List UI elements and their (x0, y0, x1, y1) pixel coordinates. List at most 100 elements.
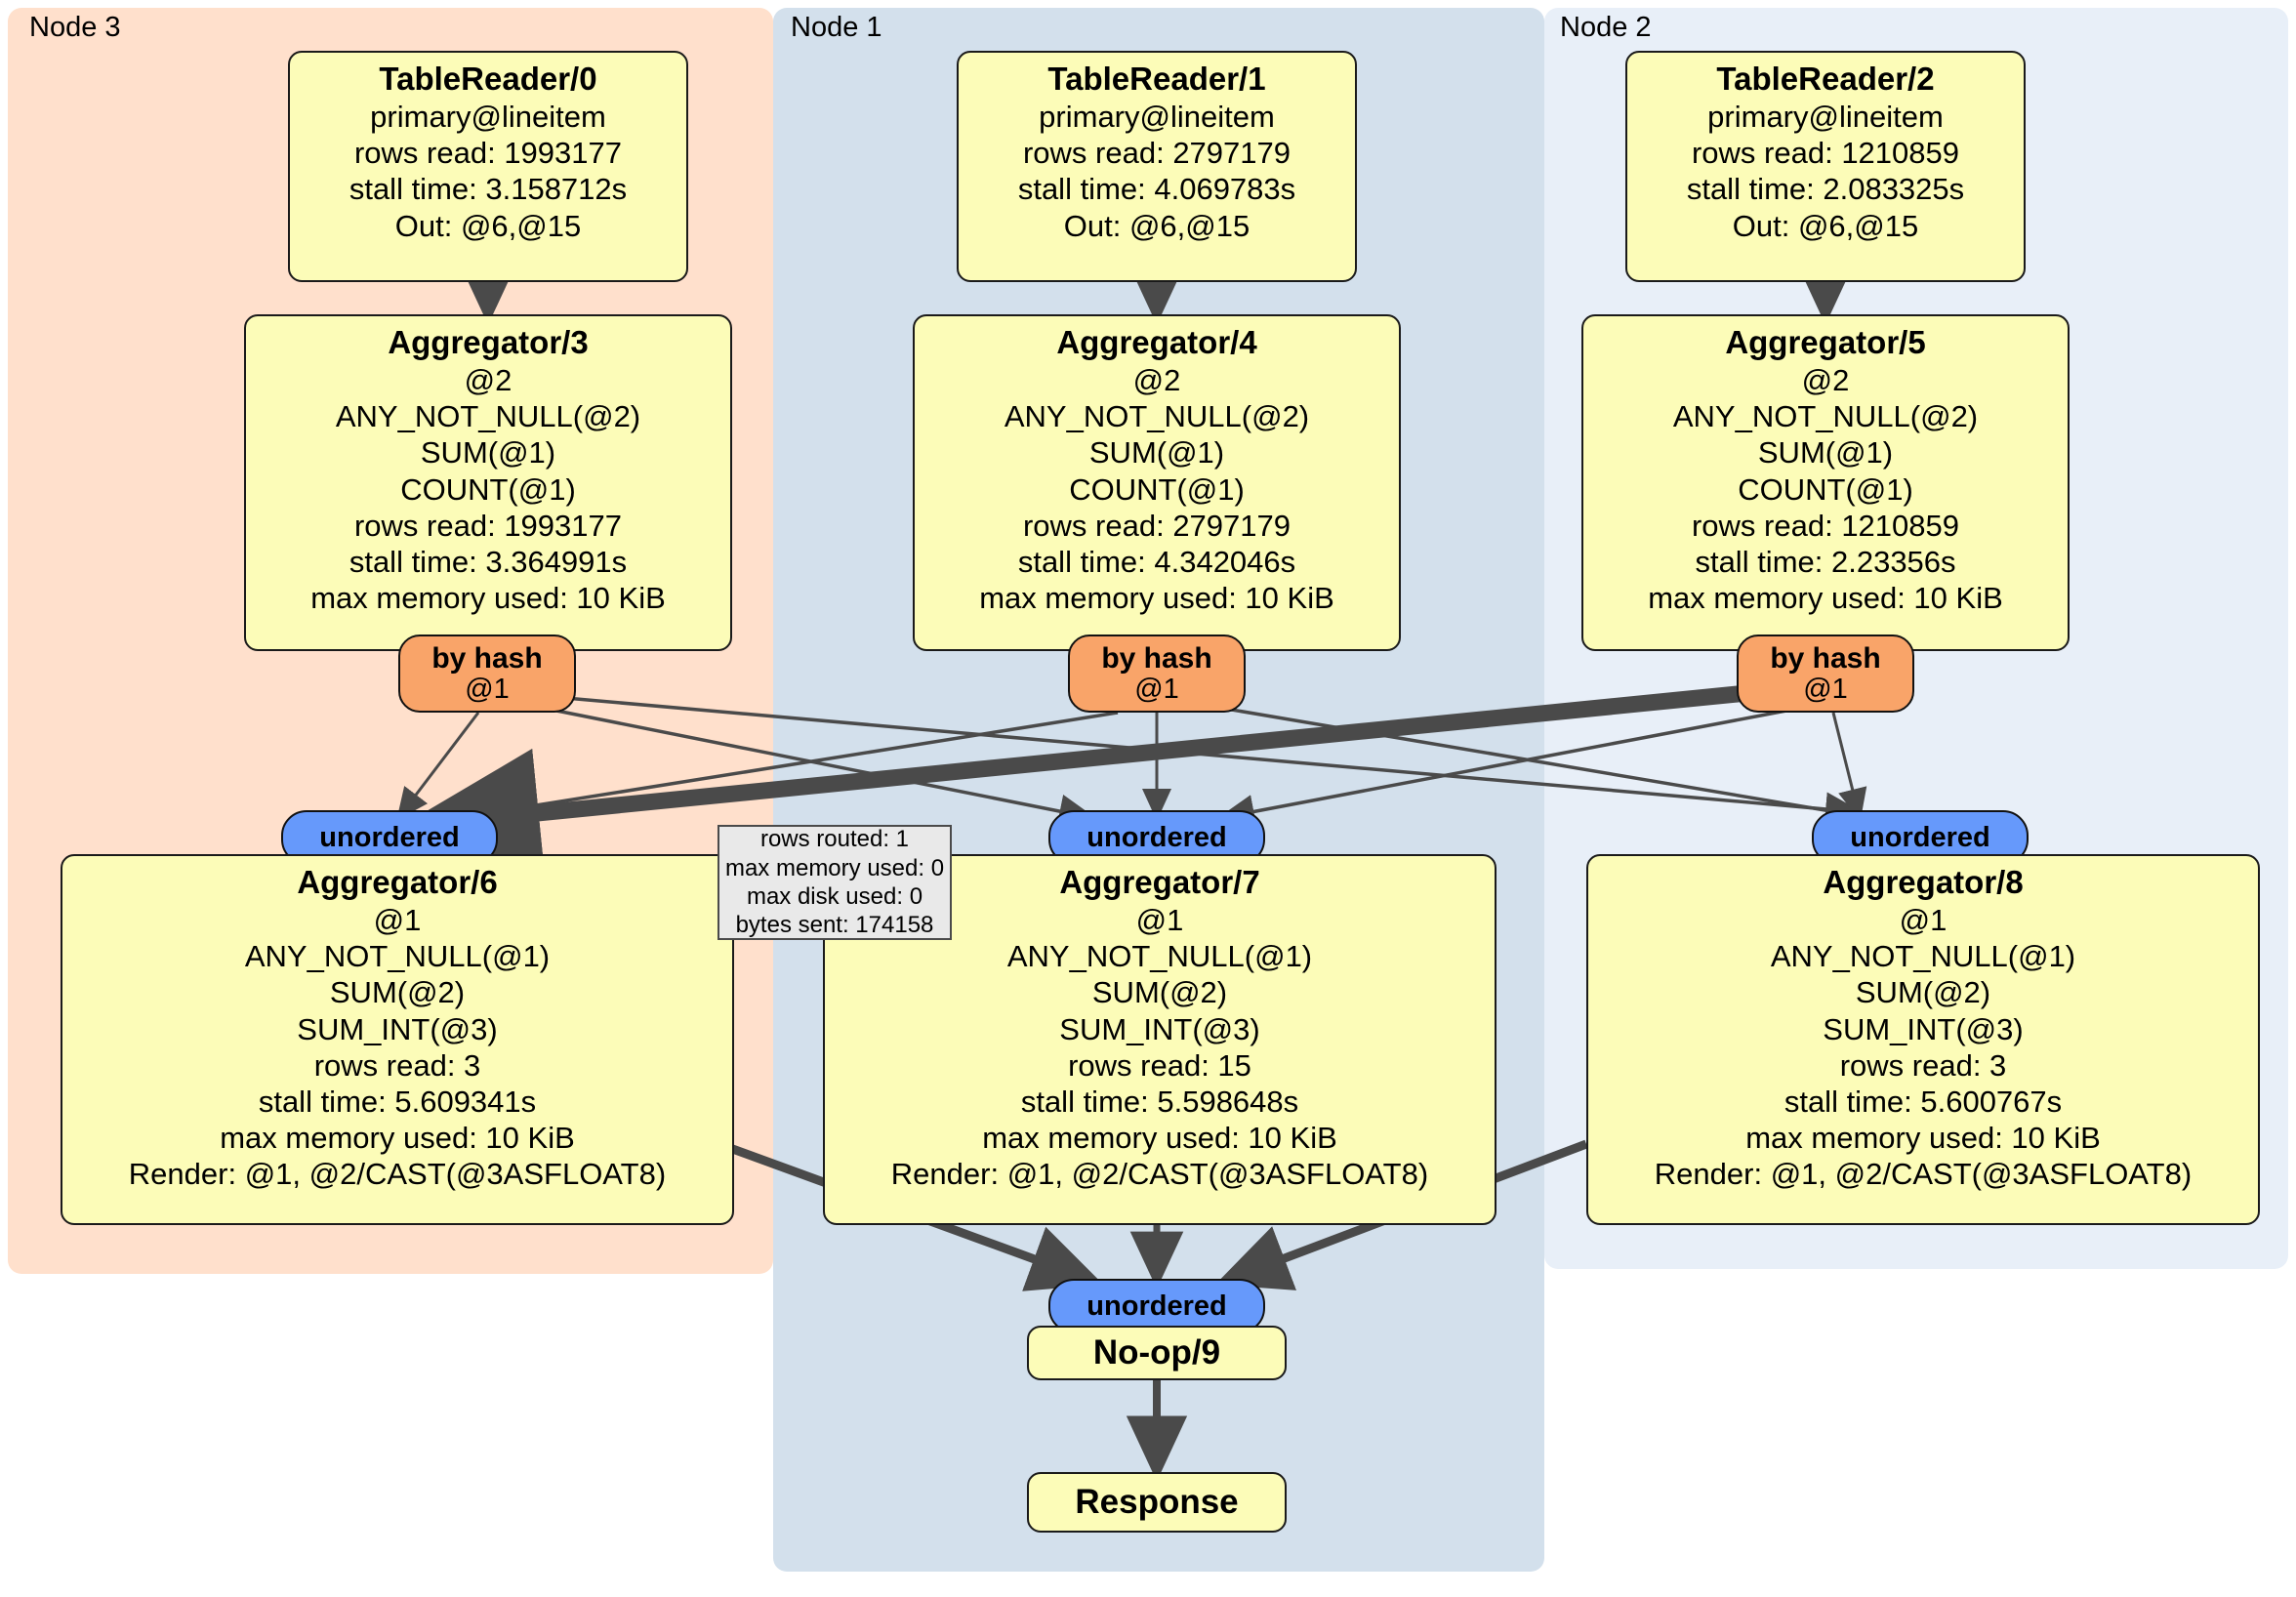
receiver-label: unordered (1086, 1290, 1227, 1322)
node-detail-line: primary@lineitem (1707, 99, 1944, 134)
node-title: Aggregator/3 (388, 324, 589, 360)
node-detail-line: Render: @1, @2/CAST(@3ASFLOAT8) (1654, 1157, 2193, 1192)
node-detail-line: Out: @6,@15 (394, 208, 582, 243)
node-detail-line: SUM(@1) (420, 435, 556, 471)
node-detail-line: SUM(@2) (329, 975, 466, 1010)
node-table-reader-0[interactable]: TableReader/0 primary@lineitem rows read… (288, 51, 688, 282)
node-detail-line: @1 (373, 902, 422, 937)
node-detail-line: rows read: 15 (1068, 1047, 1251, 1083)
node-detail-line: max memory used: 10 KiB (220, 1121, 575, 1156)
node-title: TableReader/1 (1047, 61, 1266, 97)
node-detail-line: SUM(@2) (1855, 975, 1991, 1010)
node-detail-line: SUM_INT(@3) (1823, 1011, 2024, 1046)
node-detail-line: max memory used: 10 KiB (982, 1121, 1337, 1156)
node-noop-9[interactable]: No-op/9 (1027, 1326, 1287, 1380)
node-detail-line: primary@lineitem (1039, 99, 1275, 134)
node-detail-line: max memory used: 10 KiB (1745, 1121, 2101, 1156)
node-detail-line: SUM(@1) (1757, 435, 1894, 471)
node-detail-line: rows read: 2797179 (1022, 508, 1292, 543)
node-detail-line: stall time: 3.364991s (348, 544, 628, 579)
cluster-label-node-2: Node 2 (1560, 12, 1652, 43)
node-detail-line: COUNT(@1) (1069, 471, 1245, 507)
receiver-unordered-right[interactable]: unordered (1812, 810, 2029, 865)
node-detail-line: rows read: 3 (313, 1047, 481, 1083)
node-detail-line: rows read: 1993177 (353, 136, 623, 171)
receiver-label: unordered (1086, 821, 1227, 853)
node-detail-line: stall time: 5.598648s (1020, 1084, 1299, 1119)
node-detail-line: max memory used: 10 KiB (310, 581, 666, 616)
node-detail-line: SUM_INT(@3) (1059, 1011, 1260, 1046)
node-detail-line: rows read: 2797179 (1022, 136, 1292, 171)
receiver-label: unordered (319, 821, 460, 853)
node-detail-line: Render: @1, @2/CAST(@3ASFLOAT8) (890, 1157, 1429, 1192)
receiver-label: unordered (1850, 821, 1990, 853)
node-title: Response (1075, 1483, 1239, 1522)
node-detail-line: primary@lineitem (370, 99, 606, 134)
node-detail-line: rows read: 3 (1839, 1047, 2007, 1083)
node-detail-line: ANY_NOT_NULL(@2) (335, 399, 641, 434)
node-detail-line: @1 (1135, 902, 1184, 937)
node-detail-line: rows read: 1210859 (1691, 136, 1960, 171)
node-detail-line: ANY_NOT_NULL(@1) (1006, 939, 1313, 974)
node-detail-line: max memory used: 10 KiB (1648, 581, 2003, 616)
router-label: by hash (1101, 641, 1212, 675)
node-table-reader-2[interactable]: TableReader/2 primary@lineitem rows read… (1625, 51, 2026, 282)
node-detail-line: max memory used: 10 KiB (979, 581, 1334, 616)
node-title: No-op/9 (1092, 1333, 1221, 1372)
router-label: by hash (1770, 641, 1881, 675)
node-detail-line: stall time: 4.069783s (1017, 172, 1296, 207)
cluster-label-node-1: Node 1 (791, 12, 882, 43)
router-column: @1 (465, 673, 510, 705)
node-detail-line: @2 (1132, 362, 1181, 397)
node-detail-line: SUM(@1) (1088, 435, 1225, 471)
node-title: Aggregator/7 (1059, 864, 1260, 900)
node-detail-line: rows read: 1993177 (353, 508, 623, 543)
node-detail-line: Render: @1, @2/CAST(@3ASFLOAT8) (128, 1157, 667, 1192)
node-detail-line: ANY_NOT_NULL(@1) (1770, 939, 2076, 974)
node-title: Aggregator/4 (1056, 324, 1257, 360)
node-title: Aggregator/6 (297, 864, 498, 900)
node-table-reader-1[interactable]: TableReader/1 primary@lineitem rows read… (957, 51, 1357, 282)
node-detail-line: COUNT(@1) (1738, 471, 1913, 507)
node-detail-line: ANY_NOT_NULL(@2) (1672, 399, 1979, 434)
node-response[interactable]: Response (1027, 1472, 1287, 1533)
node-detail-line: stall time: 5.609341s (258, 1084, 537, 1119)
node-title: TableReader/0 (379, 61, 597, 97)
node-aggregator-5[interactable]: Aggregator/5 @2 ANY_NOT_NULL(@2) SUM(@1)… (1581, 314, 2070, 651)
node-detail-line: stall time: 2.083325s (1686, 172, 1965, 207)
node-aggregator-8[interactable]: Aggregator/8 @1 ANY_NOT_NULL(@1) SUM(@2)… (1586, 854, 2260, 1225)
node-detail-line: rows read: 1210859 (1691, 508, 1960, 543)
node-aggregator-3[interactable]: Aggregator/3 @2 ANY_NOT_NULL(@2) SUM(@1)… (244, 314, 732, 651)
node-detail-line: COUNT(@1) (400, 471, 576, 507)
cluster-label-node-3: Node 3 (29, 12, 121, 43)
node-detail-line: @2 (464, 362, 512, 397)
node-aggregator-4[interactable]: Aggregator/4 @2 ANY_NOT_NULL(@2) SUM(@1)… (913, 314, 1401, 651)
router-label: by hash (431, 641, 543, 675)
stats-line: rows routed: 1 (759, 826, 910, 853)
node-detail-line: stall time: 4.342046s (1017, 544, 1296, 579)
node-detail-line: SUM(@2) (1091, 975, 1228, 1010)
node-detail-line: stall time: 2.23356s (1695, 544, 1956, 579)
node-aggregator-6[interactable]: Aggregator/6 @1 ANY_NOT_NULL(@1) SUM(@2)… (61, 854, 734, 1225)
node-detail-line: ANY_NOT_NULL(@2) (1004, 399, 1310, 434)
node-title: Aggregator/5 (1725, 324, 1926, 360)
node-detail-line: @2 (1801, 362, 1850, 397)
node-detail-line: stall time: 5.600767s (1784, 1084, 2063, 1119)
router-by-hash-center[interactable]: by hash @1 (1068, 635, 1246, 713)
router-by-hash-left[interactable]: by hash @1 (398, 635, 576, 713)
node-title: TableReader/2 (1716, 61, 1935, 97)
node-detail-line: SUM_INT(@3) (297, 1011, 498, 1046)
node-detail-line: stall time: 3.158712s (348, 172, 628, 207)
stats-line: max disk used: 0 (746, 883, 923, 910)
router-column: @1 (1134, 673, 1179, 705)
receiver-unordered-final[interactable]: unordered (1048, 1279, 1265, 1333)
node-detail-line: ANY_NOT_NULL(@1) (244, 939, 551, 974)
router-column: @1 (1803, 673, 1848, 705)
stats-line: max memory used: 0 (724, 854, 945, 881)
node-detail-line: @1 (1899, 902, 1948, 937)
node-title: Aggregator/8 (1823, 864, 2024, 900)
router-by-hash-right[interactable]: by hash @1 (1737, 635, 1914, 713)
node-detail-line: Out: @6,@15 (1732, 208, 1919, 243)
stats-line: bytes sent: 174158 (735, 912, 934, 939)
